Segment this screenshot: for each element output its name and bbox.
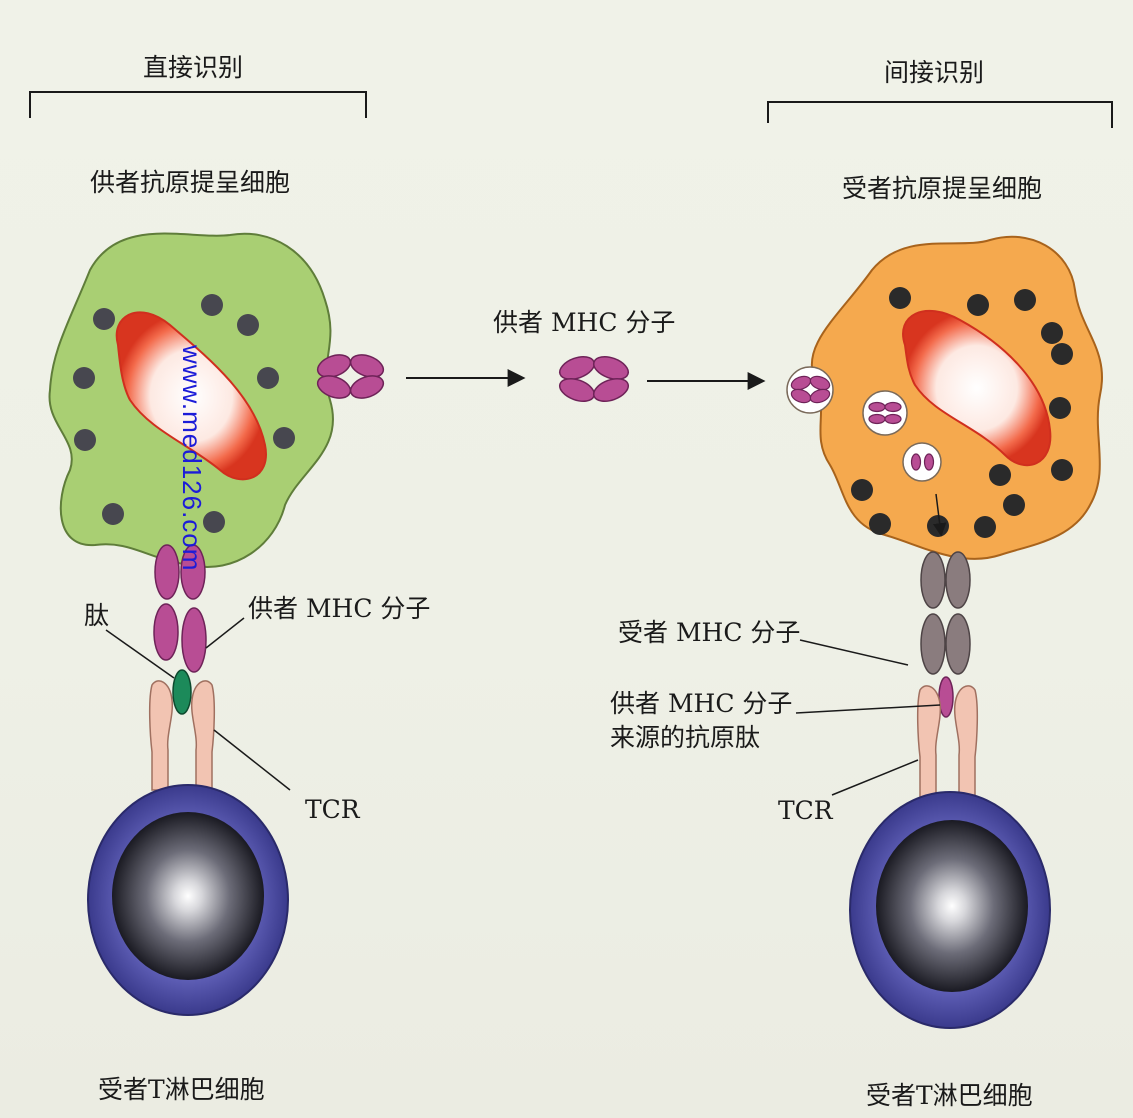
- label-tcr-right: TCR: [778, 798, 833, 823]
- t-cell-left: [88, 785, 288, 1015]
- label-recipient-mhc: 受者 MHC 分子: [618, 620, 800, 645]
- label-middle-mhc: 供者 MHC 分子: [493, 310, 675, 335]
- watermark: www.med126.com: [176, 345, 207, 571]
- label-donor-mhc: 供者 MHC 分子: [248, 596, 430, 621]
- donor-mhc-free: [557, 352, 632, 405]
- bracket-indirect: [768, 102, 1112, 128]
- peptide-left: [173, 670, 191, 714]
- heading-direct: 直接识别: [143, 55, 243, 80]
- recipient-mhc: [921, 552, 970, 674]
- recipient-apc: [787, 237, 1102, 559]
- pointer-mhc-left: [206, 618, 244, 648]
- label-recipient-apc: 受者抗原提呈细胞: [842, 176, 1042, 201]
- heading-indirect: 间接识别: [884, 60, 984, 85]
- label-tcell-right: 受者T淋巴细胞: [866, 1083, 1033, 1108]
- label-peptide-right-2: 来源的抗原肽: [610, 725, 760, 750]
- label-peptide-right-1: 供者 MHC 分子: [610, 691, 792, 716]
- t-cell-right: [850, 792, 1050, 1028]
- donor-mhc-surface: [315, 351, 387, 402]
- pointer-mhc-right: [800, 640, 908, 665]
- pointer-tcr-left: [214, 730, 290, 790]
- label-tcell-left: 受者T淋巴细胞: [98, 1077, 265, 1102]
- label-donor-apc: 供者抗原提呈细胞: [90, 170, 290, 195]
- bracket-direct: [30, 92, 366, 118]
- pointer-tcr-right: [832, 760, 918, 795]
- peptide-right: [939, 677, 953, 717]
- label-peptide: 肽: [84, 603, 109, 628]
- label-tcr-left: TCR: [305, 797, 360, 822]
